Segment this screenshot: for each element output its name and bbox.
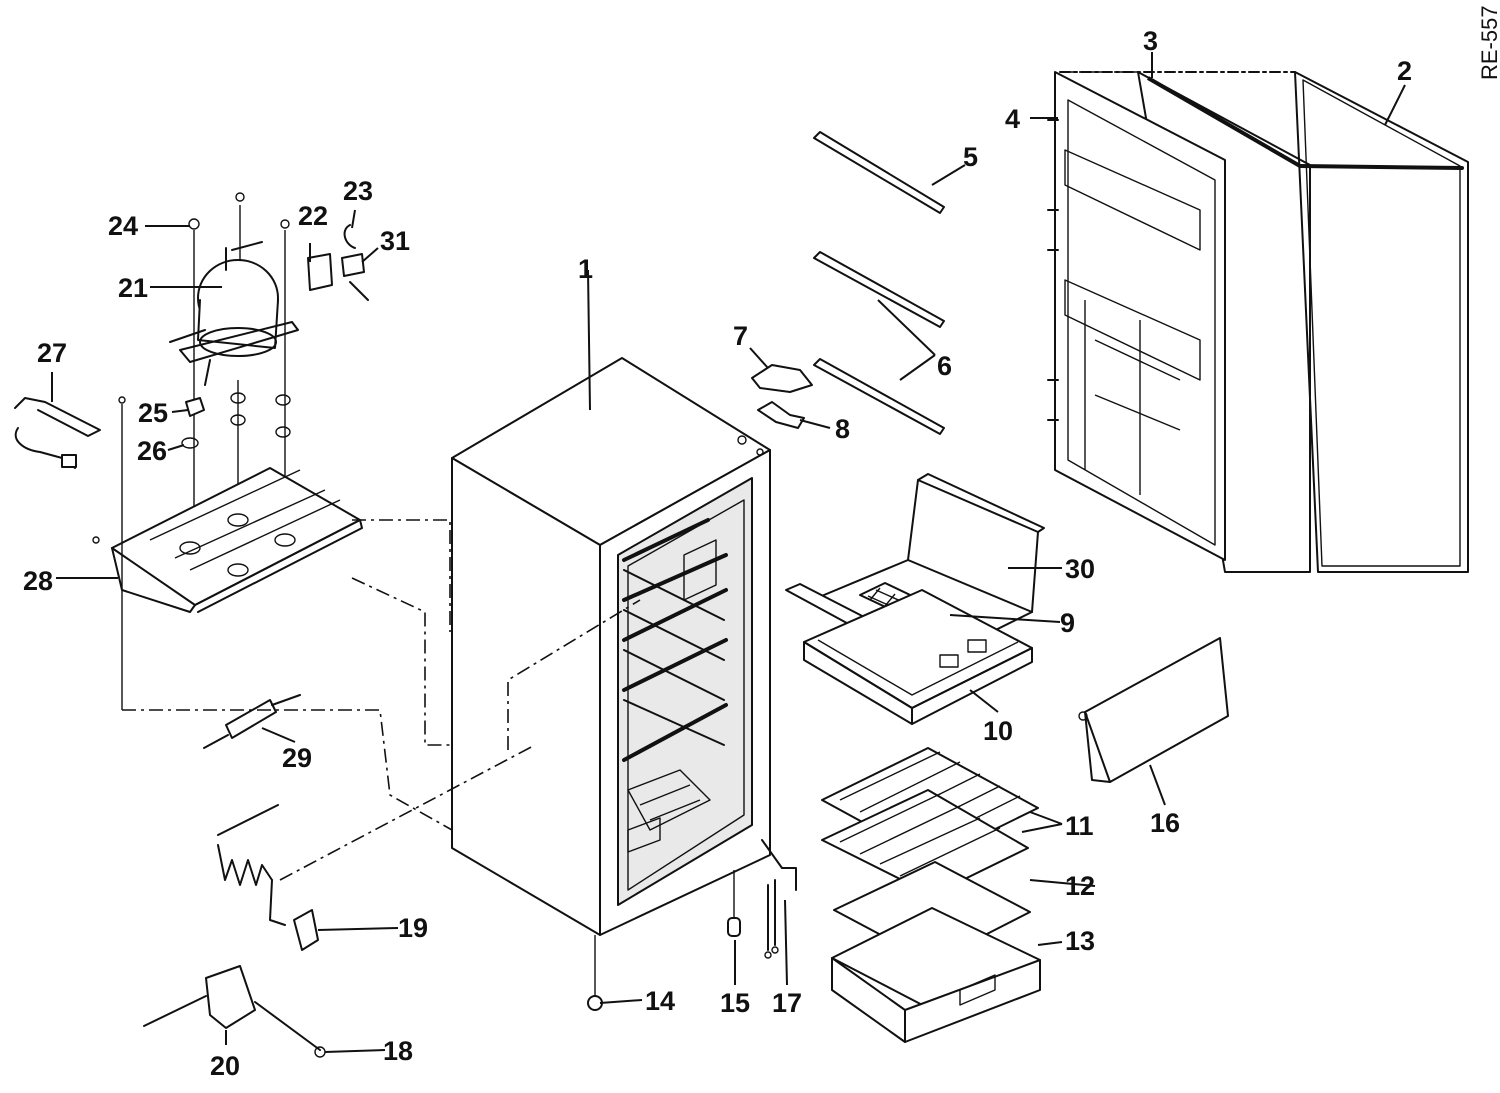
callout-5: 5 xyxy=(963,142,978,172)
callout-2: 2 xyxy=(1397,56,1412,86)
diagram-code: RE-557 xyxy=(1477,5,1500,80)
callout-16: 16 xyxy=(1150,808,1180,838)
leader-lines xyxy=(51,52,1406,1053)
callout-17: 17 xyxy=(772,988,802,1018)
callout-22: 22 xyxy=(298,201,328,231)
callout-1: 1 xyxy=(578,254,593,284)
callout-28: 28 xyxy=(23,566,53,596)
callout-30: 30 xyxy=(1065,554,1095,584)
callout-24: 24 xyxy=(108,211,138,241)
callout-4: 4 xyxy=(1005,104,1020,134)
callout-19: 19 xyxy=(398,913,428,943)
freezer-assembly xyxy=(785,473,1045,725)
drier xyxy=(203,694,301,749)
callout-29: 29 xyxy=(282,743,312,773)
callout-6: 6 xyxy=(937,351,952,381)
shelf-brackets xyxy=(751,364,813,429)
callout-9: 9 xyxy=(1060,608,1075,638)
callout-10: 10 xyxy=(983,716,1013,746)
cabinet xyxy=(451,357,797,959)
callout-25: 25 xyxy=(138,398,168,428)
door-racks xyxy=(813,131,945,435)
thermostat-group xyxy=(143,804,326,1058)
callout-26: 26 xyxy=(137,436,167,466)
callout-27: 27 xyxy=(37,338,67,368)
compressor-group xyxy=(169,192,369,520)
callout-11: 11 xyxy=(1065,811,1094,841)
door-shelf xyxy=(1078,637,1229,783)
callout-18: 18 xyxy=(383,1036,413,1066)
callout-31: 31 xyxy=(380,226,410,256)
callout-8: 8 xyxy=(835,414,850,444)
callout-7: 7 xyxy=(733,321,748,351)
leveling-parts xyxy=(587,870,741,1011)
base-plate xyxy=(92,396,363,710)
callout-12: 12 xyxy=(1065,871,1095,901)
fridge-shelves xyxy=(821,747,1041,1043)
power-cord xyxy=(14,397,101,469)
assembly-lines xyxy=(122,71,1140,881)
callout-3: 3 xyxy=(1143,26,1158,56)
door-assembly xyxy=(1047,71,1469,573)
callout-20: 20 xyxy=(210,1051,240,1081)
callout-13: 13 xyxy=(1065,926,1095,956)
callout-21: 21 xyxy=(118,273,148,303)
callout-14: 14 xyxy=(645,986,675,1016)
callout-15: 15 xyxy=(720,988,750,1018)
callout-23: 23 xyxy=(343,176,373,206)
callouts: 1 2 3 4 5 6 7 8 9 10 11 12 13 14 15 16 1… xyxy=(23,26,1412,1081)
